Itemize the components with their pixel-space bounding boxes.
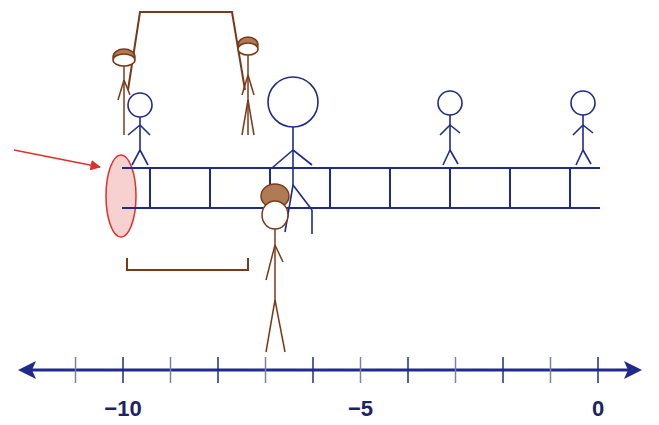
tick-mark: [265, 357, 267, 383]
tick-mark: [455, 357, 457, 383]
blue-figures: [128, 77, 595, 234]
tick-mark: [360, 357, 362, 383]
tick-mark: [312, 357, 314, 383]
tick-mark: [407, 357, 409, 383]
tick-mark: [75, 357, 77, 383]
axis-number: −5: [348, 398, 373, 420]
brown-figures: [113, 37, 289, 352]
tick-mark: [502, 357, 504, 383]
tick-mark: [170, 357, 172, 383]
tick-mark: [597, 357, 599, 383]
ladder: [122, 168, 600, 208]
axis-line: [28, 369, 632, 372]
brown-frame: [128, 12, 245, 90]
axis-number: 0: [592, 398, 604, 420]
bracket: [127, 258, 248, 270]
pointer-arrow: [14, 150, 100, 167]
number-line: [18, 357, 642, 383]
axis-arrow: [624, 361, 642, 379]
axis-arrow: [18, 361, 36, 379]
tick-mark: [122, 357, 124, 383]
tick-mark: [550, 357, 552, 383]
axis-number: −10: [104, 398, 141, 420]
tick-mark: [217, 357, 219, 383]
